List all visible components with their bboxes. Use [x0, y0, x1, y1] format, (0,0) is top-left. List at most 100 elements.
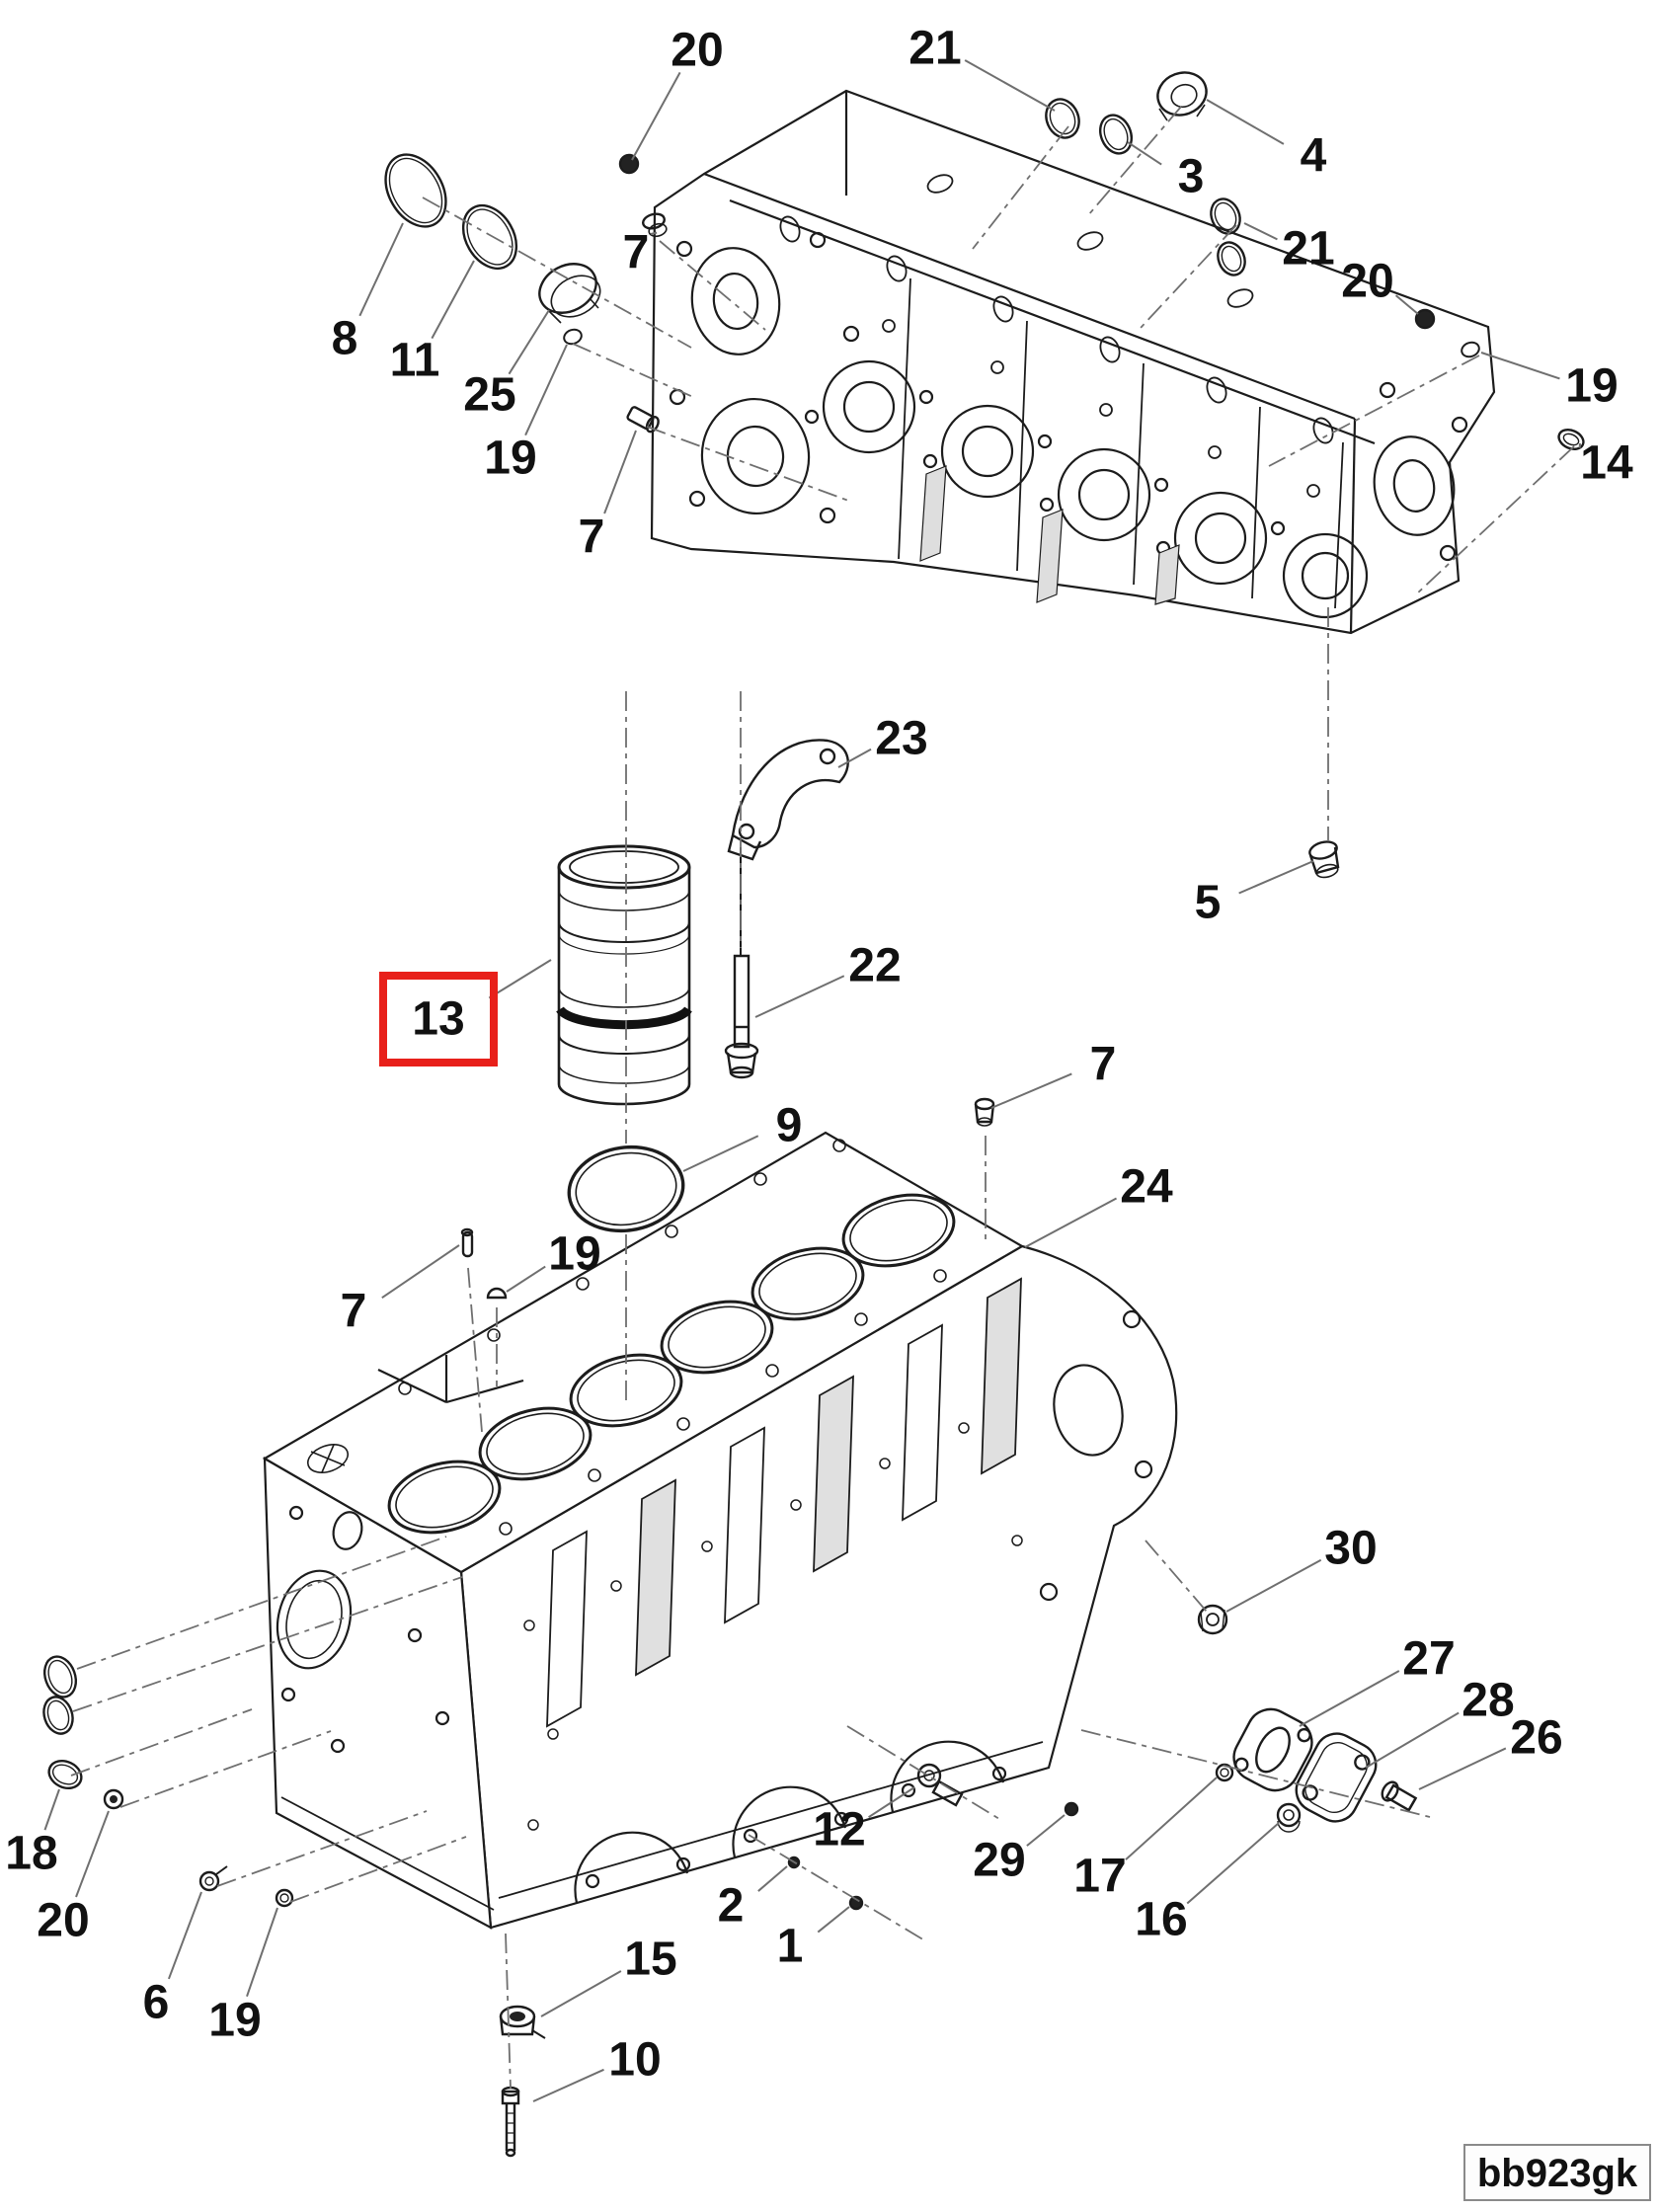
callout-text-14: 14 [1580, 437, 1633, 490]
callout-16[interactable]: 16 [1135, 1894, 1187, 1946]
part-bead-1 [848, 1895, 864, 1911]
callout-21-right[interactable]: 21 [1282, 223, 1334, 276]
axis-line-17 [76, 1536, 447, 1670]
callout-text-10: 10 [608, 2034, 661, 2087]
part-sensor-12 [916, 1763, 964, 1807]
callout-text-29: 29 [973, 1835, 1025, 1887]
axis-line-15 [467, 1267, 483, 1433]
callout-20-right[interactable]: 20 [1341, 256, 1393, 308]
leader-18 [43, 1788, 60, 1831]
callout-19-left[interactable]: 19 [484, 433, 536, 485]
callout-5[interactable]: 5 [1195, 877, 1222, 929]
leader-lines [43, 59, 1581, 2102]
leader-19 [246, 1907, 278, 1997]
part-oring-18-c [47, 1760, 83, 1789]
callout-10[interactable]: 10 [608, 2034, 661, 2087]
callout-19-mid[interactable]: 19 [548, 1228, 600, 1281]
leader-4 [1206, 99, 1285, 145]
callout-text-24: 24 [1120, 1161, 1173, 1214]
callout-9[interactable]: 9 [776, 1100, 803, 1152]
callout-text-1: 1 [777, 1921, 804, 1973]
callout-30[interactable]: 30 [1324, 1523, 1377, 1575]
leader-28 [1365, 1711, 1460, 1769]
callout-28[interactable]: 28 [1462, 1675, 1514, 1727]
part-plug-7-b [626, 406, 660, 434]
axis-line-7 [1268, 355, 1480, 467]
part-oring-21-right-b [1217, 241, 1246, 276]
callout-text-19: 19 [484, 433, 536, 485]
leader-20 [1394, 294, 1419, 315]
callout-7-b[interactable]: 7 [579, 512, 605, 564]
callout-text-20: 20 [1341, 256, 1393, 308]
callout-text-13: 13 [412, 993, 464, 1046]
callout-3[interactable]: 3 [1178, 151, 1205, 203]
callout-7-d[interactable]: 7 [341, 1286, 367, 1338]
callout-20-bottom[interactable]: 20 [37, 1895, 89, 1947]
callout-22[interactable]: 22 [848, 940, 901, 992]
part-bearing-cap-23 [727, 739, 849, 861]
callout-text-7: 7 [623, 227, 650, 279]
axis-line-25 [846, 1725, 1000, 1820]
callout-13[interactable]: 13 [379, 972, 498, 1066]
leader-7 [650, 231, 658, 235]
part-bead-29 [1064, 1801, 1079, 1817]
leader-29 [1026, 1814, 1066, 1847]
top-block-rear-face [1373, 381, 1468, 562]
callout-27[interactable]: 27 [1402, 1633, 1455, 1686]
part-plug-19-mid [486, 1287, 508, 1300]
callout-29[interactable]: 29 [973, 1835, 1025, 1887]
callout-23[interactable]: 23 [875, 713, 927, 765]
part-plug-5 [1308, 840, 1340, 879]
callout-14[interactable]: 14 [1580, 437, 1633, 490]
callout-text-11: 11 [390, 335, 440, 387]
callout-26[interactable]: 26 [1510, 1712, 1562, 1765]
leader-19 [524, 344, 568, 436]
callout-2[interactable]: 2 [718, 1880, 745, 1933]
callout-6[interactable]: 6 [143, 1977, 170, 2029]
callout-19-right[interactable]: 19 [1565, 360, 1618, 413]
axis-line-23 [1080, 1729, 1431, 1818]
callout-21-top-left[interactable]: 21 [908, 23, 961, 75]
callout-1[interactable]: 1 [777, 1921, 804, 1973]
callout-text-28: 28 [1462, 1675, 1514, 1727]
callout-20-top-left[interactable]: 20 [671, 25, 723, 77]
leader-12 [868, 1786, 915, 1819]
leader-7 [603, 430, 637, 514]
part-cylinder-liner-13 [556, 844, 692, 1106]
top-block-slots [919, 465, 1180, 605]
axis-line-6 [1140, 224, 1237, 329]
callout-4[interactable]: 4 [1301, 130, 1327, 183]
callout-7-c[interactable]: 7 [1090, 1039, 1117, 1091]
top-block-bearing-saddles [804, 359, 1369, 619]
callout-text-17: 17 [1073, 1851, 1126, 1903]
callout-text-7: 7 [341, 1286, 367, 1338]
callout-18[interactable]: 18 [5, 1828, 57, 1880]
callout-text-30: 30 [1324, 1523, 1377, 1575]
drawing-code-text: bb923gk [1477, 2152, 1638, 2195]
part-bolt-26 [1381, 1780, 1418, 1812]
leader-11 [431, 260, 475, 340]
callout-8[interactable]: 8 [332, 313, 358, 365]
axis-line-2 [659, 240, 766, 331]
callout-24[interactable]: 24 [1120, 1161, 1173, 1214]
callout-25[interactable]: 25 [463, 369, 515, 422]
part-oring-9 [567, 1145, 685, 1233]
assembly-axes [70, 106, 1575, 2090]
part-nut-30 [1197, 1604, 1228, 1635]
callout-17[interactable]: 17 [1073, 1851, 1126, 1903]
top-block-outline [650, 89, 1496, 635]
callout-12[interactable]: 12 [813, 1804, 865, 1856]
leader-20 [631, 71, 681, 161]
callout-19-bottom[interactable]: 19 [208, 1995, 261, 2047]
axis-line-1 [572, 343, 694, 398]
callout-11[interactable]: 11 [390, 335, 440, 387]
axis-line-16 [505, 1933, 512, 2090]
leader-6 [167, 1891, 202, 1980]
bottom-block [262, 1131, 1178, 1930]
callout-7-a[interactable]: 7 [623, 227, 650, 279]
top-block [650, 89, 1496, 635]
part-oring-21-top [1045, 98, 1080, 139]
callout-15[interactable]: 15 [624, 1934, 676, 1986]
